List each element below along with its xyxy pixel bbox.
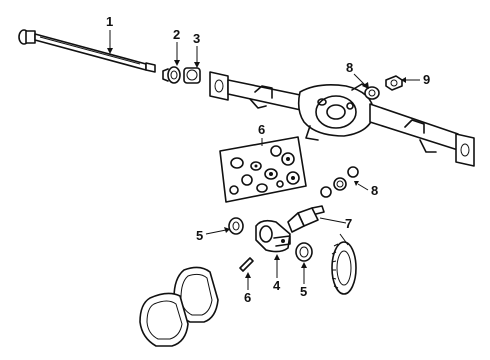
callout-7: 7 (345, 216, 352, 231)
callout-3: 3 (193, 31, 200, 46)
callout-2: 2 (173, 27, 180, 42)
callout-5-right: 5 (300, 284, 307, 299)
housing-cover (139, 292, 189, 347)
callout-8-upper: 8 (346, 60, 353, 75)
carrier-bearing-right (295, 242, 313, 262)
callout-4: 4 (273, 278, 281, 293)
axle-shaft (18, 29, 156, 73)
cross-pin (239, 257, 254, 272)
callout-1: 1 (106, 14, 113, 29)
callout-9: 9 (423, 72, 430, 87)
callout-6-upper: 6 (258, 122, 265, 137)
callout-8-lower: 8 (371, 183, 378, 198)
ring-and-pinion (287, 205, 357, 295)
axle-bearing (162, 66, 181, 84)
carrier-bearing-left (228, 217, 244, 235)
differential-gear-kit (219, 136, 307, 203)
leader-lines (107, 30, 420, 290)
differential-case (255, 219, 291, 253)
callout-5-left: 5 (196, 228, 203, 243)
pinion-yoke (385, 75, 403, 91)
pinion-seal-upper (364, 86, 380, 100)
axle-seal (183, 67, 201, 84)
pinion-bearing-lower (320, 166, 359, 198)
callout-6-lower: 6 (244, 290, 251, 305)
cover-gasket (173, 266, 219, 323)
axle-housing (209, 71, 475, 167)
